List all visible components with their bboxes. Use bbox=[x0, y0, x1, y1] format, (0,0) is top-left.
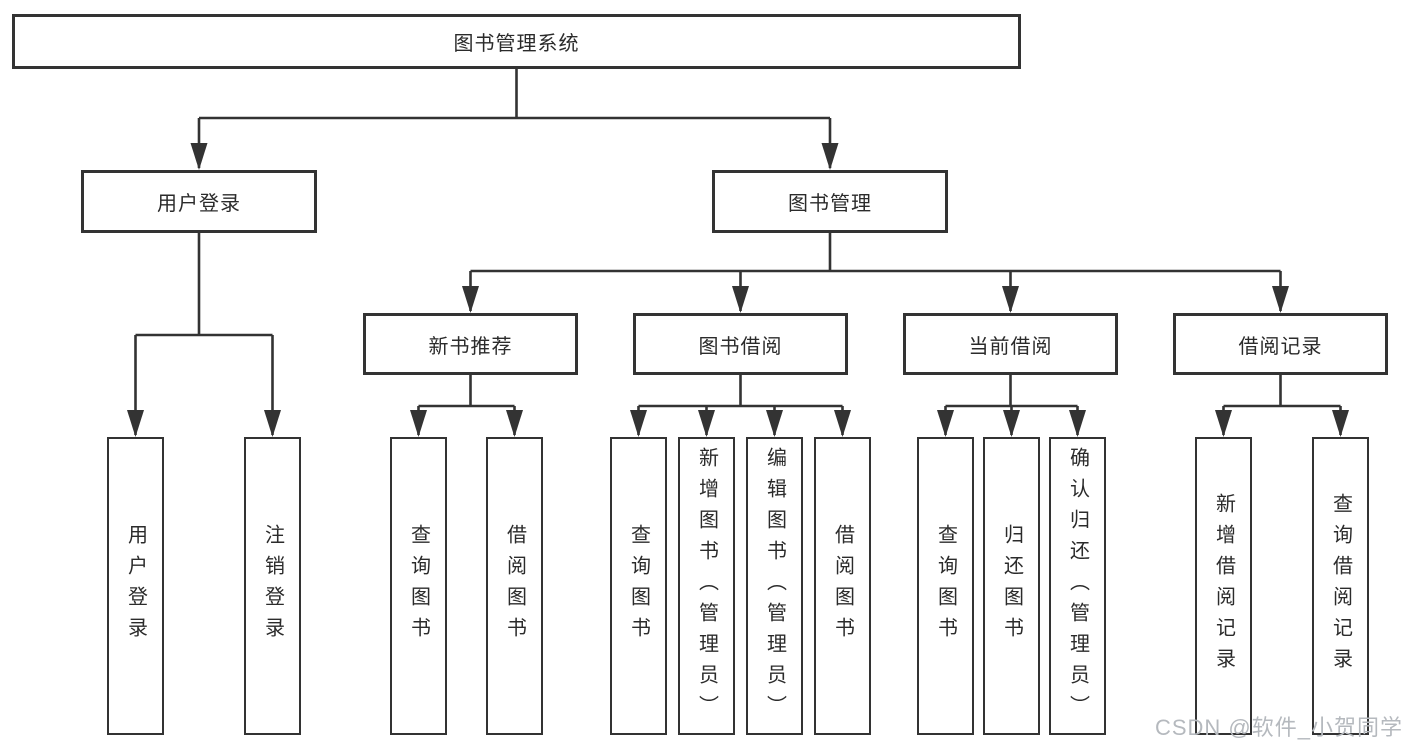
leaf-borrowing-borrow-books-label: 借阅图书 bbox=[831, 524, 854, 648]
leaf-current-confirm-return-admin-label: 确认归还（管理员） bbox=[1066, 446, 1089, 726]
leaf-user-login: 用户登录 bbox=[107, 437, 164, 735]
arrowheads bbox=[127, 143, 1349, 437]
connector-recommend-to-leaves bbox=[417, 375, 516, 435]
leaf-user-login-label: 用户登录 bbox=[124, 524, 147, 648]
node-user-login: 用户登录 bbox=[81, 170, 317, 233]
leaf-borrowing-add-books-admin-label: 新增图书（管理员） bbox=[695, 446, 718, 726]
leaf-logout-label: 注销登录 bbox=[261, 524, 284, 648]
leaf-recommend-query-books-label: 查询图书 bbox=[407, 524, 430, 648]
node-book-management: 图书管理 bbox=[712, 170, 948, 233]
leaf-current-return-books: 归还图书 bbox=[983, 437, 1040, 735]
node-book-borrowing-label: 图书借阅 bbox=[698, 335, 783, 358]
node-borrowing-records-label: 借阅记录 bbox=[1238, 335, 1323, 358]
node-new-book-recommendation-label: 新书推荐 bbox=[428, 335, 513, 358]
node-book-borrowing: 图书借阅 bbox=[633, 313, 848, 375]
node-book-management-label: 图书管理 bbox=[788, 193, 872, 215]
leaf-borrowing-query-books-label: 查询图书 bbox=[627, 524, 650, 648]
node-borrowing-records: 借阅记录 bbox=[1173, 313, 1388, 375]
leaf-borrowing-query-books: 查询图书 bbox=[610, 437, 667, 735]
leaf-borrowing-edit-books-admin-label: 编辑图书（管理员） bbox=[763, 446, 786, 726]
leaf-borrowing-edit-books-admin: 编辑图书（管理员） bbox=[746, 437, 803, 735]
connector-borrowing-to-leaves bbox=[637, 375, 844, 435]
node-user-login-label: 用户登录 bbox=[157, 193, 241, 215]
leaf-recommend-borrow-books: 借阅图书 bbox=[486, 437, 543, 735]
root-node-label: 图书管理系统 bbox=[453, 33, 580, 55]
root-node-library-system: 图书管理系统 bbox=[12, 14, 1021, 69]
leaf-records-query-borrow-record: 查询借阅记录 bbox=[1312, 437, 1369, 735]
node-current-borrowing-label: 当前借阅 bbox=[968, 335, 1053, 358]
connector-bookmgmt-to-level2 bbox=[469, 233, 1282, 311]
leaf-records-add-borrow-record-label: 新增借阅记录 bbox=[1212, 493, 1235, 679]
connector-root-to-level1 bbox=[197, 69, 832, 168]
leaf-current-query-books: 查询图书 bbox=[917, 437, 974, 735]
leaf-current-query-books-label: 查询图书 bbox=[934, 524, 957, 648]
connector-userlogin-to-leaves bbox=[134, 233, 274, 435]
node-current-borrowing: 当前借阅 bbox=[903, 313, 1118, 375]
leaf-borrowing-add-books-admin: 新增图书（管理员） bbox=[678, 437, 735, 735]
connector-records-to-leaves bbox=[1222, 375, 1342, 435]
leaf-current-confirm-return-admin: 确认归还（管理员） bbox=[1049, 437, 1106, 735]
leaf-records-add-borrow-record: 新增借阅记录 bbox=[1195, 437, 1252, 735]
node-new-book-recommendation: 新书推荐 bbox=[363, 313, 578, 375]
leaf-borrowing-borrow-books: 借阅图书 bbox=[814, 437, 871, 735]
leaf-logout: 注销登录 bbox=[244, 437, 301, 735]
leaf-recommend-query-books: 查询图书 bbox=[390, 437, 447, 735]
leaf-current-return-books-label: 归还图书 bbox=[1000, 524, 1023, 648]
leaf-records-query-borrow-record-label: 查询借阅记录 bbox=[1329, 493, 1352, 679]
leaf-recommend-borrow-books-label: 借阅图书 bbox=[503, 524, 526, 648]
